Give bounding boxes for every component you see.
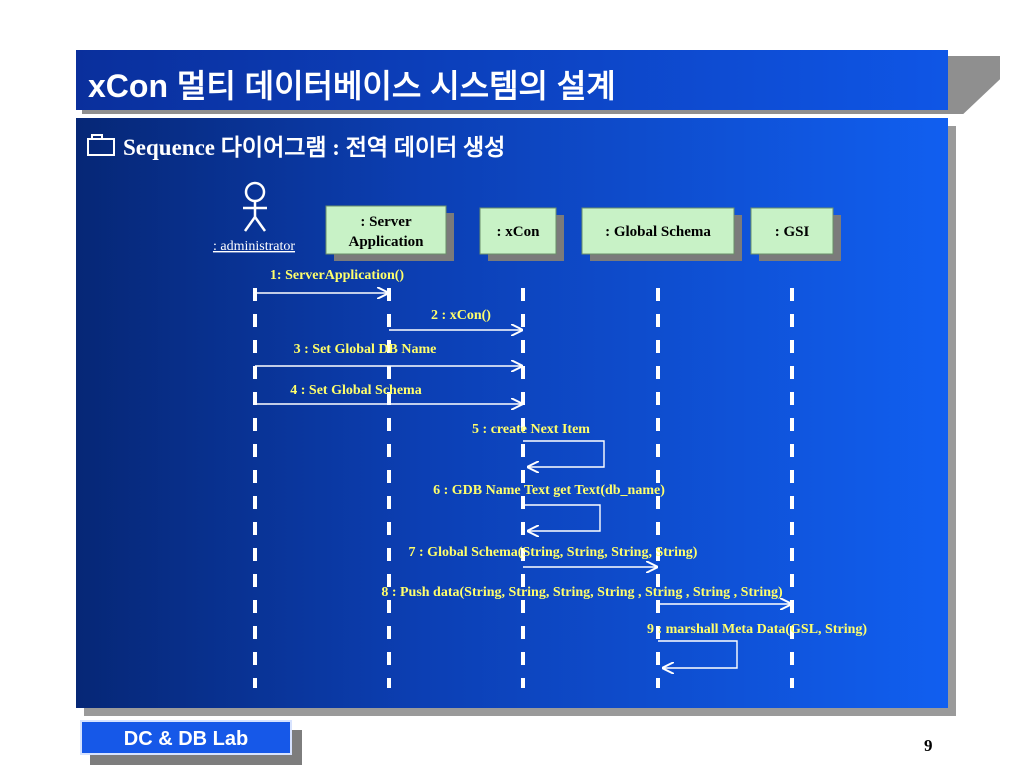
object-label: : xCon xyxy=(497,224,541,240)
message-6-arrow xyxy=(523,504,601,531)
message-8-label: 8 : Push data(String, String, String, St… xyxy=(381,585,783,600)
footer-badge: DC & DB Lab xyxy=(80,720,292,755)
message-9-arrow xyxy=(658,640,738,668)
object-global-schema: : Global Schema xyxy=(581,207,742,261)
message-9-label: 9 : marshall Meta Data(GSL, String) xyxy=(647,622,867,637)
message-1-label: 1: ServerApplication() xyxy=(270,268,404,283)
message-7-label: 7 : Global Schema(String, String, String… xyxy=(409,545,698,560)
slide-subtitle: Sequence 다이어그램 : 전역 데이터 생성 xyxy=(87,128,505,162)
actor-label: : administrator xyxy=(213,239,295,254)
object-xcon: : xCon xyxy=(479,207,564,261)
slide-title: xCon 멀티 데이터베이스 시스템의 설계 xyxy=(88,68,616,104)
object-gsi: : GSI xyxy=(750,207,841,261)
object-label: : Server xyxy=(360,214,412,230)
object-label: : GSI xyxy=(775,224,810,240)
object-label: : Global Schema xyxy=(605,224,711,240)
message-3-label: 3 : Set Global DB Name xyxy=(294,342,437,357)
title-bar: xCon 멀티 데이터베이스 시스템의 설계 xyxy=(76,50,948,110)
subtitle-text: 다이어그램 : 전역 데이터 생성 xyxy=(215,135,506,160)
message-5-arrow xyxy=(523,440,605,467)
footer-lab-name: DC & DB Lab xyxy=(123,728,249,750)
message-6-label: 6 : GDB Name Text get Text(db_name) xyxy=(433,483,665,498)
page-number: 9 xyxy=(924,736,933,755)
folder-icon xyxy=(87,134,115,156)
message-5-label: 5 : create Next Item xyxy=(472,422,590,437)
stick-figure-icon xyxy=(243,181,267,232)
message-2-label: 2 : xCon() xyxy=(431,308,491,323)
message-4-label: 4 : Set Global Schema xyxy=(290,383,421,398)
object-server-application: : Server Application xyxy=(325,205,454,261)
subtitle-bold: Sequence xyxy=(123,135,215,160)
object-label: Application xyxy=(348,234,424,250)
